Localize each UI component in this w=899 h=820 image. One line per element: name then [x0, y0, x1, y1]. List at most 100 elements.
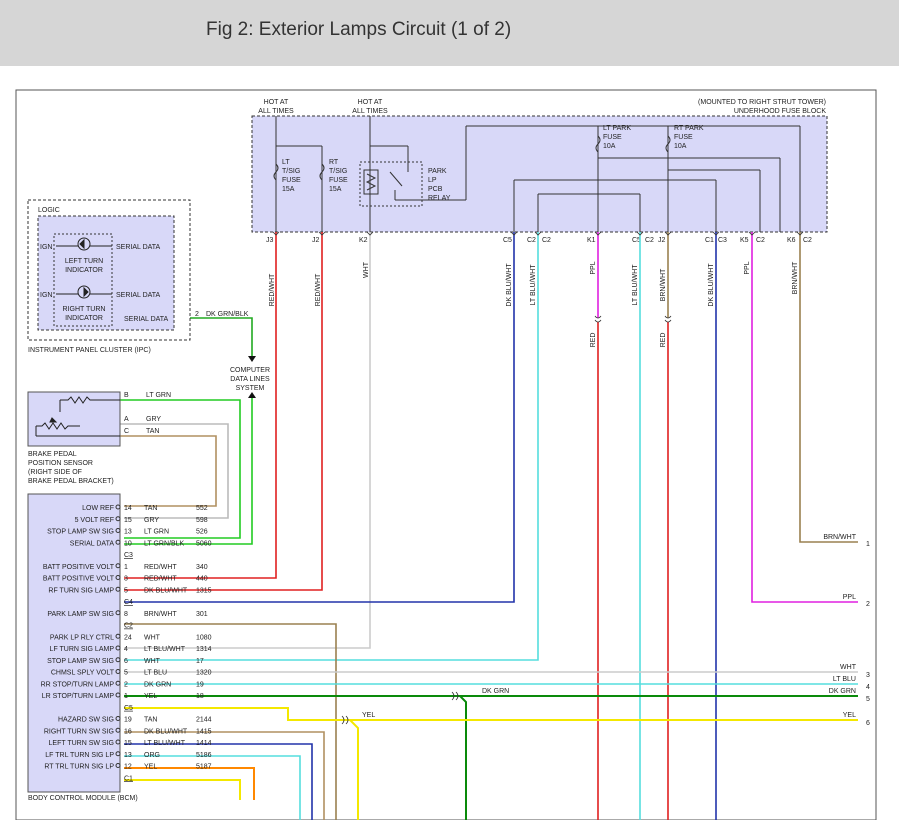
rt-park-l1: RT PARK: [674, 125, 704, 132]
cdls-l2: DATA LINES: [230, 376, 270, 383]
out-5-wire: DK GRN: [829, 688, 856, 695]
out-4-wire: LT BLU: [833, 676, 856, 683]
bcm-pin-terminal: [115, 504, 121, 510]
bcm-pin-terminal: [115, 680, 121, 686]
bcm-wire-color: LT GRN: [144, 529, 169, 536]
wire-dk-grn-down: [459, 695, 467, 820]
bcm-pin-number: 13: [124, 529, 132, 536]
right-turn-l1: RIGHT TURN: [63, 306, 106, 313]
ipc-indicators-box: [53, 233, 113, 327]
relay-l4: RELAY: [428, 195, 451, 202]
wire-red-wht-2: [124, 232, 323, 591]
conn-j2b: J2: [658, 237, 666, 244]
bpps-wire-c: TAN: [146, 428, 159, 435]
rt-park-l3: 10A: [674, 143, 687, 150]
lt-fuse-l4: 15A: [282, 186, 295, 193]
bcm-connector-label: C4: [124, 599, 133, 606]
bcm-pin-terminal: [115, 751, 121, 757]
bcm-pin-label: RT TRL TURN SIG LP: [44, 764, 114, 771]
out-6-wire: YEL: [843, 712, 856, 719]
lt-park-l2: FUSE: [603, 134, 622, 141]
conn-c2c: C2: [645, 237, 654, 244]
wire-brn-wht-k6: [799, 232, 858, 543]
bcm-pin-label: BATT POSITIVE VOLT: [43, 576, 115, 583]
out-2-num: 2: [866, 601, 870, 608]
bpps-label-4: BRAKE PEDAL BRACKET): [28, 478, 114, 485]
bcm-pin-number: 13: [124, 752, 132, 759]
bcm-wire-color: YEL: [144, 693, 157, 700]
left-turn-l2: INDICATOR: [65, 267, 103, 274]
wire-org-5186: [124, 767, 255, 800]
bcm-circuit-number: 17: [196, 658, 204, 665]
fuse-block-connectors: J3 J2 K2 C5 C2 C2 K1 C5 C2 J2 C1 C3 K5 C…: [266, 237, 812, 244]
right-outputs: BRN/WHT 1 PPL 2 WHT 3 LT BLU 4 DK GRN 5 …: [362, 534, 870, 727]
bcm-box: [27, 493, 121, 793]
bcm-circuit-number: 1314: [196, 646, 212, 653]
bcm-wire-color: BRN/WHT: [144, 611, 177, 618]
wire-gry-bpps: [120, 423, 229, 519]
bcm-pin-label: PARK LP RLY CTRL: [50, 634, 114, 641]
bcm-pin-number: 5: [124, 670, 128, 677]
wire-dk-blu-wht-1415: [124, 743, 313, 820]
bcm-pin-terminal: [115, 657, 121, 663]
out-1-wire: BRN/WHT: [823, 534, 856, 541]
bcm-wire-color: LT GRN/BLK: [144, 540, 185, 547]
rt-park-l2: FUSE: [674, 134, 693, 141]
bcm-pin-number: 4: [124, 646, 128, 653]
hot-label-1b: ALL TIMES: [258, 108, 294, 115]
bcm-pin-terminal: [115, 669, 121, 674]
bcm-wire-color: LT BLU/WHT: [144, 740, 186, 747]
bcm-pin-terminal: [115, 692, 121, 698]
bcm-circuit-number: 5187: [196, 764, 212, 771]
bcm-circuit-number: 5186: [196, 752, 212, 759]
right-turn-lamp-icon: [56, 285, 112, 299]
bcm-pin-terminal: [115, 739, 121, 745]
bcm-pin-terminal: [115, 563, 121, 569]
vlabel-ppl-1: PPL: [590, 261, 597, 274]
fuse-connector-markers: [272, 231, 804, 725]
conn-k5: K5: [740, 237, 749, 244]
vlabel-brn-wht-2: BRN/WHT: [792, 261, 799, 294]
lt-fuse-l2: T/SIG: [282, 168, 300, 175]
wire-lt-blu-wht-lf: [124, 232, 539, 661]
hot-label-2b: ALL TIMES: [352, 108, 388, 115]
bcm-circuit-number: 1320: [196, 670, 212, 677]
bcm-circuit-number: 552: [196, 505, 208, 512]
rt-park-fuse-symbol: [665, 135, 671, 153]
bcm-pin-label: CHMSL SPLY VOLT: [51, 670, 115, 677]
vlabel-brn-wht-1: BRN/WHT: [660, 268, 667, 301]
bcm-pin-label: LEFT TURN SW SIG: [49, 740, 114, 747]
conn-j2a: J2: [312, 237, 320, 244]
out-6-num: 6: [866, 720, 870, 727]
bpps-wire-b: LT GRN: [146, 392, 171, 399]
bpps-label-2: POSITION SENSOR: [28, 460, 93, 467]
vlabel-lt-blu-wht-1: LT BLU/WHT: [530, 264, 537, 306]
bcm-pin-number: 16: [124, 728, 132, 735]
bcm-pin-label: BATT POSITIVE VOLT: [43, 564, 115, 571]
bcm-circuit-number: 440: [196, 576, 208, 583]
bcm-pin-terminal: [115, 716, 121, 721]
bcm-wire-color: DK BLU/WHT: [144, 587, 188, 594]
bcm-pin-number: 3: [124, 576, 128, 583]
conn-j3: J3: [266, 237, 274, 244]
bcm-wire-color: DK BLU/WHT: [144, 728, 188, 735]
bcm-pin-number: 15: [124, 740, 132, 747]
bcm-circuit-number: 1080: [196, 634, 212, 641]
bcm-connector-label: C5: [124, 705, 133, 712]
bcm-pin-number: 15: [124, 517, 132, 524]
bcm-wire-color: LT BLU/WHT: [144, 646, 186, 653]
bcm-wire-color: GRY: [144, 517, 159, 524]
bcm-wire-color: ORG: [144, 752, 160, 759]
bpps-resistor-symbol: [35, 396, 120, 437]
bpps-pin-c: C: [124, 428, 129, 435]
relay-l1: PARK: [428, 168, 447, 175]
ipc-serial-out: SERIAL DATA: [124, 316, 169, 323]
bcm-wire-color: TAN: [144, 505, 157, 512]
bcm-pin-terminal: [115, 575, 121, 580]
conn-k1: K1: [587, 237, 596, 244]
bcm-pin-terminal: [115, 645, 121, 651]
lt-fuse-l3: FUSE: [282, 177, 301, 184]
bcm-pin-number: 8: [124, 611, 128, 618]
bcm-pin-terminal: [115, 516, 121, 522]
out-5-num: 5: [866, 696, 870, 703]
